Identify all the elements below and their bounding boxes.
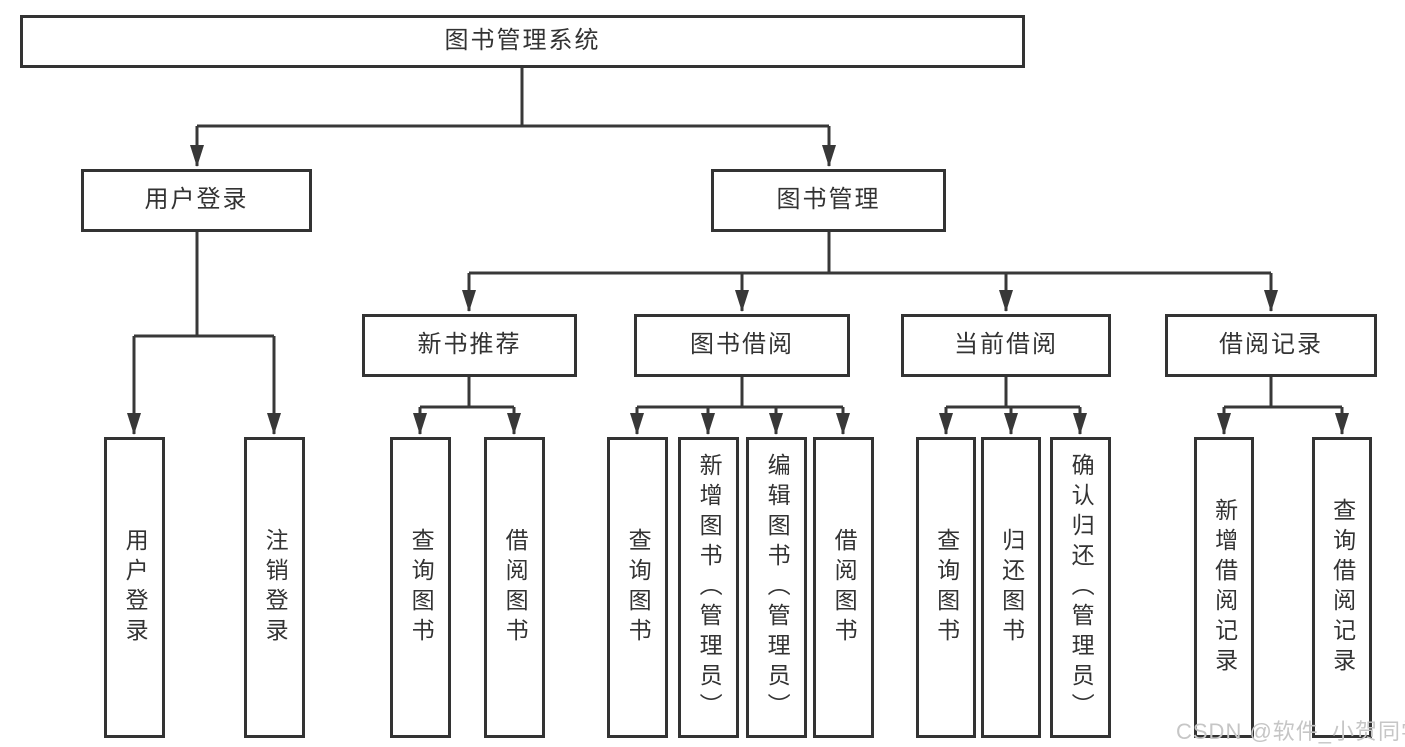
node-book-borrow: 图书借阅 [634, 314, 850, 377]
leaf-add-borrow-record: 新增借阅记录 [1194, 437, 1254, 738]
leaf-query-borrow-record: 查询借阅记录 [1312, 437, 1372, 738]
leaf-borrow-books: 借阅图书 [484, 437, 545, 738]
leaf-confirm-return-admin: 确认归还（管理员） [1050, 437, 1111, 738]
leaf-add-books-admin: 新增图书（管理员） [678, 437, 739, 738]
leaf-query-books-3: 查询图书 [916, 437, 976, 738]
node-user-login: 用户登录 [81, 169, 312, 232]
leaf-logout: 注销登录 [244, 437, 305, 738]
csdn-watermark: CSDN @软件_小贺同学 [1176, 719, 1405, 744]
leaf-edit-books-admin: 编辑图书（管理员） [746, 437, 807, 738]
node-book-management: 图书管理 [711, 169, 946, 232]
node-current-borrow: 当前借阅 [901, 314, 1111, 377]
node-library-management-system: 图书管理系统 [20, 15, 1025, 68]
node-borrow-record: 借阅记录 [1165, 314, 1377, 377]
node-new-book-recommend: 新书推荐 [362, 314, 577, 377]
leaf-borrow-books-2: 借阅图书 [813, 437, 874, 738]
leaf-query-books-2: 查询图书 [607, 437, 668, 738]
leaf-return-books: 归还图书 [981, 437, 1041, 738]
leaf-query-books: 查询图书 [390, 437, 451, 738]
leaf-user-login: 用户登录 [104, 437, 165, 738]
